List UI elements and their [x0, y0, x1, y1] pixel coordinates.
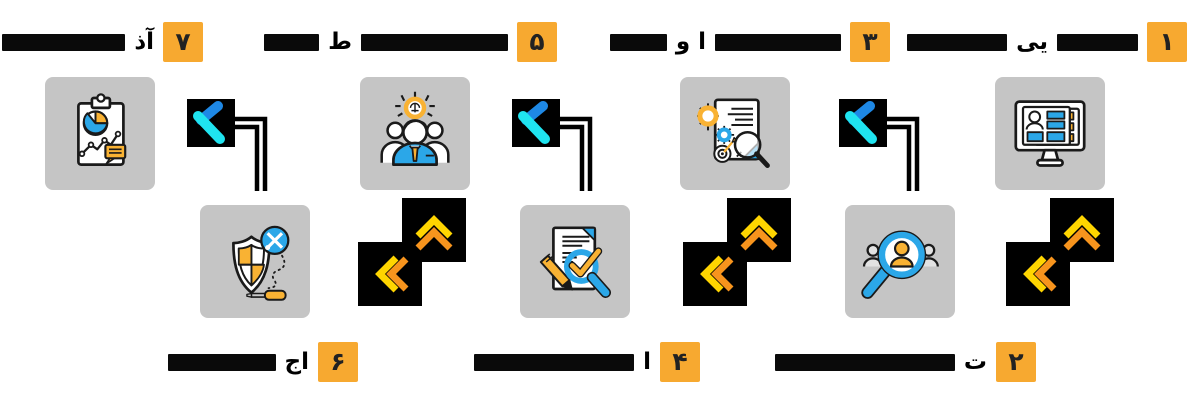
cyan-left-chevron-elbow-connector-2: [512, 99, 593, 191]
redacted-label-bar: [474, 353, 635, 371]
redacted-label-bar: [609, 33, 667, 51]
step-1-label: ۱ یی: [907, 22, 1187, 62]
label-text-fragment: آذ: [134, 29, 154, 55]
redacted-label-bar: [1057, 33, 1138, 51]
redacted-label-bar: [167, 353, 276, 371]
redacted-label-bar: [2, 33, 126, 51]
step-3-icon-tile: [680, 77, 790, 190]
people-search-icon: [861, 230, 939, 299]
redacted-label-bar: [907, 33, 1008, 51]
step-7-label: ۷ آذ: [2, 22, 203, 62]
step-5-icon-tile: [360, 77, 470, 190]
redacted-label-bar: [264, 33, 320, 51]
step-6-label: ۶ اج: [167, 342, 358, 382]
gold-up-left-chevron-connector-3: [358, 198, 466, 306]
label-text-fragment: ا: [643, 349, 651, 375]
step-6-icon-tile: [200, 205, 310, 318]
step-7-icon-tile: [45, 77, 155, 190]
redacted-label-bar: [361, 33, 508, 51]
step-2-number-badge: ۲: [996, 342, 1036, 382]
step-4-number-badge: ۴: [660, 342, 700, 382]
label-text-fragment: ت: [963, 349, 987, 375]
step-1-icon-tile: [995, 77, 1105, 190]
label-text-fragment: ا و: [675, 29, 706, 55]
cyan-left-chevron-elbow-connector-1: [839, 99, 920, 191]
step-1-number-badge: ۱: [1147, 22, 1187, 62]
label-text-fragment: ط: [328, 29, 352, 55]
document-analysis-icon: [697, 97, 770, 168]
cyan-left-chevron-elbow-connector-3: [187, 99, 268, 191]
step-3-number-badge: ۳: [850, 22, 890, 62]
gold-up-left-chevron-connector-2: [683, 198, 791, 306]
label-text-fragment: اج: [284, 349, 309, 375]
step-7-number-badge: ۷: [163, 22, 203, 62]
gold-up-left-chevron-connector-1: [1006, 198, 1114, 306]
step-5-number-badge: ۵: [517, 22, 557, 62]
step-2-icon-tile: [845, 205, 955, 318]
step-4-icon-tile: [520, 205, 630, 318]
shield-maintenance-icon: [232, 225, 290, 301]
redacted-label-bar: [774, 353, 955, 371]
step-6-number-badge: ۶: [318, 342, 358, 382]
label-text-fragment: یی: [1016, 29, 1048, 55]
team-idea-icon: [380, 91, 450, 166]
redacted-label-bar: [715, 33, 841, 51]
document-review-check-icon: [539, 225, 611, 298]
step-3-label: ۳ ا و: [609, 22, 890, 62]
monitor-user-card-icon: [1014, 99, 1086, 167]
report-clipboard-icon: [77, 92, 127, 166]
